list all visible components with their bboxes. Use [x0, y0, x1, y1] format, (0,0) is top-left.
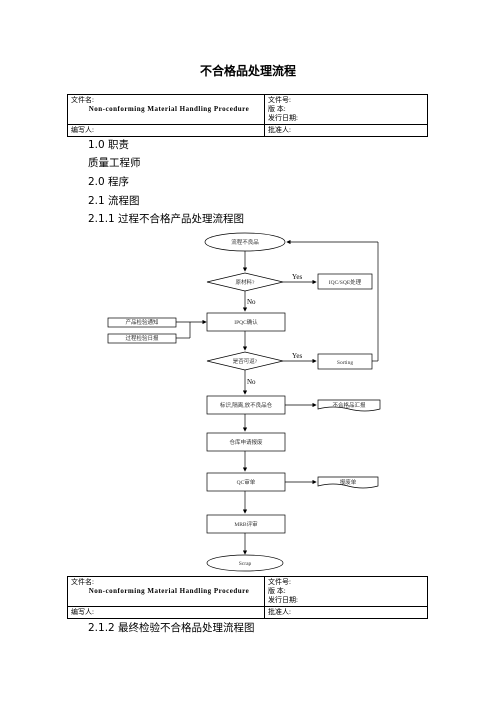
start-label: 流程不良品 [231, 238, 259, 246]
qc-review-label: QC审单 [237, 478, 256, 486]
decision2-label: 是否可返? [233, 358, 258, 365]
yes1-label: Yes [292, 273, 302, 281]
side-note2-label: 过程检验日报 [125, 334, 159, 342]
yes2-label: Yes [292, 352, 302, 360]
doc-header-table-2: 文件名: Non-conforming Material Handling Pr… [67, 576, 428, 619]
mark-label: 标识,隔离,放不良品仓 [220, 401, 273, 409]
scrap-node [206, 554, 284, 572]
doc-name-label: 文件名: [71, 96, 94, 104]
no2-label: No [247, 378, 256, 386]
version-label: 版 本: [268, 587, 286, 595]
version-label: 版 本: [268, 105, 286, 113]
doc-no-label: 文件号: [268, 96, 291, 104]
section-2-1-heading: 2.1 流程图 [88, 195, 140, 207]
doc-name-en: Non-conforming Material Handling Procedu… [88, 587, 250, 595]
doc-meta-cell: 文件号: 版 本: 发行日期: [264, 94, 428, 125]
mrb-box [206, 514, 286, 534]
no1-label: No [247, 298, 256, 306]
section-2-1-2-heading: 2.1.2 最终检验不合格品处理流程图 [88, 622, 255, 634]
section-2-heading: 2.0 程序 [88, 176, 130, 188]
scrap-label: Scrap [239, 561, 252, 567]
warehouse-label: 仓库申请报废 [229, 438, 263, 446]
doc-meta-cell: 文件号: 版 本: 发行日期: [264, 576, 428, 607]
sorting-box [317, 353, 373, 370]
side-note-1 [107, 317, 177, 328]
issue-date-label: 发行日期: [268, 596, 298, 604]
approver-label: 批准人: [264, 124, 428, 137]
author-label: 编写人: [67, 606, 265, 619]
scrap-doc-label: 报废单 [340, 478, 357, 486]
section-2-1-1-heading: 2.1.1 过程不合格产品处理流程图 [88, 213, 245, 225]
author-label: 编写人: [67, 124, 265, 137]
doc-no-label: 文件号: [268, 578, 291, 586]
ipqc-label: IPQC确认 [234, 318, 258, 326]
warehouse-box [206, 432, 286, 452]
process-flowchart: 流程不良品 原材料? Yes IQC/SQE处理 No IPQC确认 产品检验通… [107, 232, 381, 572]
side-note1-label: 产品检验通知 [125, 318, 158, 326]
doc-name-label: 文件名: [71, 578, 94, 586]
issue-date-label: 发行日期: [268, 114, 298, 122]
approver-label: 批准人: [264, 606, 428, 619]
page-title: 不合格品处理流程 [199, 64, 296, 78]
sorting-label: Sorting [337, 360, 353, 366]
iqc-sqe-label: IQC/SQE处理 [329, 278, 362, 286]
decision1-label: 原材料? [236, 278, 256, 286]
mrb-label: MRB评审 [234, 520, 258, 528]
side-note-2 [107, 333, 177, 344]
ncr-label: 不合格品汇报 [332, 401, 366, 409]
iqc-sqe-box [317, 273, 373, 290]
doc-name-cell: 文件名: Non-conforming Material Handling Pr… [67, 576, 265, 607]
section-1-heading: 1.0 职责 [88, 139, 130, 151]
doc-name-en: Non-conforming Material Handling Procedu… [88, 105, 250, 113]
ncr-document [317, 399, 381, 412]
scrap-document [317, 476, 379, 489]
doc-name-cell: 文件名: Non-conforming Material Handling Pr… [67, 94, 265, 125]
doc-header-table: 文件名: Non-conforming Material Handling Pr… [67, 94, 428, 137]
ipqc-box [206, 312, 286, 332]
section-1-text: 质量工程师 [88, 157, 141, 169]
